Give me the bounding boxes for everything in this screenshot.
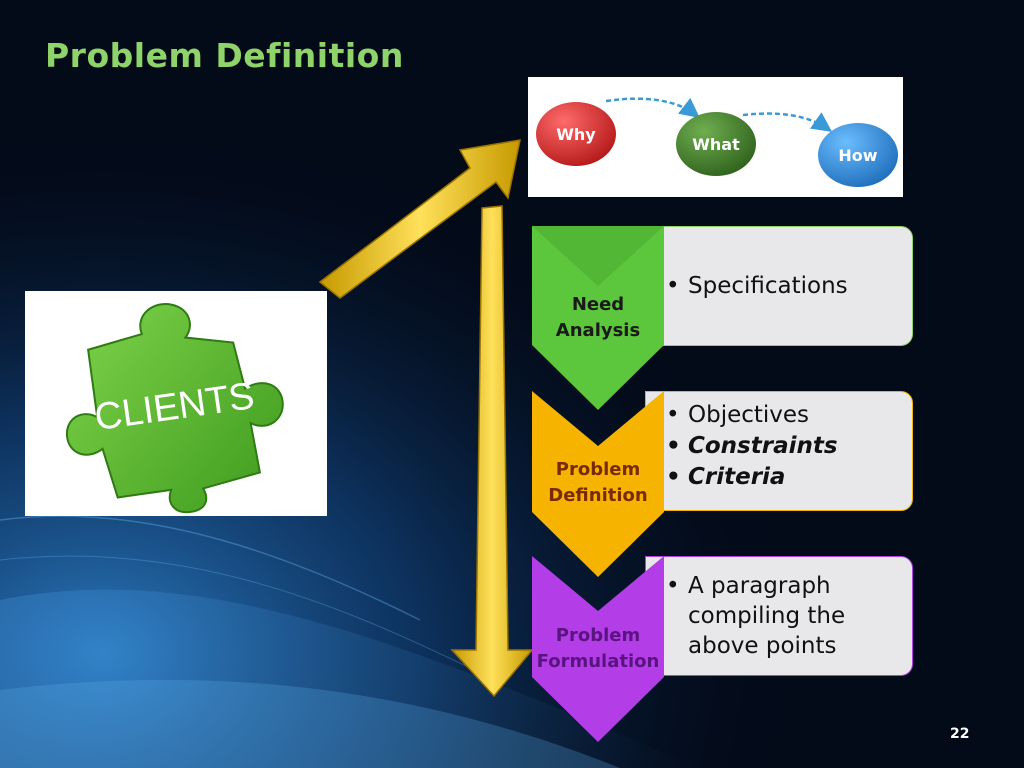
stage-label-need-analysis: Need Analysis [532, 292, 664, 344]
arrow-why-to-what [605, 97, 700, 119]
why-label: Why [556, 125, 596, 144]
stage-bullets: A paragraph compiling the above points [666, 571, 898, 661]
how-circle [818, 123, 898, 187]
bullet-item: Objectives [666, 400, 898, 431]
stage-label-line: Problem [555, 459, 641, 480]
how-label: How [838, 146, 877, 165]
why-what-how-panel: Why What How [528, 77, 903, 197]
page-number: 22 [950, 726, 970, 742]
chevron-problem-definition [532, 391, 664, 577]
bullet-item: Criteria [666, 462, 898, 493]
arrow-up-right [318, 139, 521, 299]
stage-card-problem-formulation: A paragraph compiling the above points [645, 556, 913, 676]
what-label: What [692, 135, 740, 154]
bullet-item: A paragraph compiling the above points [666, 571, 898, 661]
chevron-need-analysis [532, 226, 664, 410]
clients-image-panel: CLIENTS [25, 291, 327, 516]
stage-label-line: Problem [555, 625, 641, 646]
stage-bullets: Objectives Constraints Criteria [666, 400, 898, 493]
why-what-how-diagram: Why What How [536, 97, 898, 187]
puzzle-piece-icon: CLIENTS [66, 303, 284, 514]
stage-label-line: Definition [548, 485, 648, 506]
why-circle [536, 102, 616, 166]
bullet-item: Constraints [666, 431, 898, 462]
arrow-what-to-how [742, 112, 833, 132]
what-circle [676, 112, 756, 176]
bullet-item: Specifications [666, 271, 898, 302]
stage-bullets: Specifications [666, 271, 898, 302]
stage-label-problem-definition: Problem Definition [532, 457, 664, 509]
chevron-problem-formulation [532, 556, 664, 742]
stage-label-problem-formulation: Problem Formulation [532, 623, 664, 675]
stage-label-line: Analysis [555, 320, 641, 341]
stage-label-line: Formulation [536, 651, 660, 672]
stage-card-need-analysis: Specifications [645, 226, 913, 346]
stage-label-line: Need [571, 294, 625, 315]
stage-card-problem-definition: Objectives Constraints Criteria [645, 391, 913, 511]
arrow-down [450, 205, 534, 698]
slide-title: Problem Definition [45, 36, 404, 75]
